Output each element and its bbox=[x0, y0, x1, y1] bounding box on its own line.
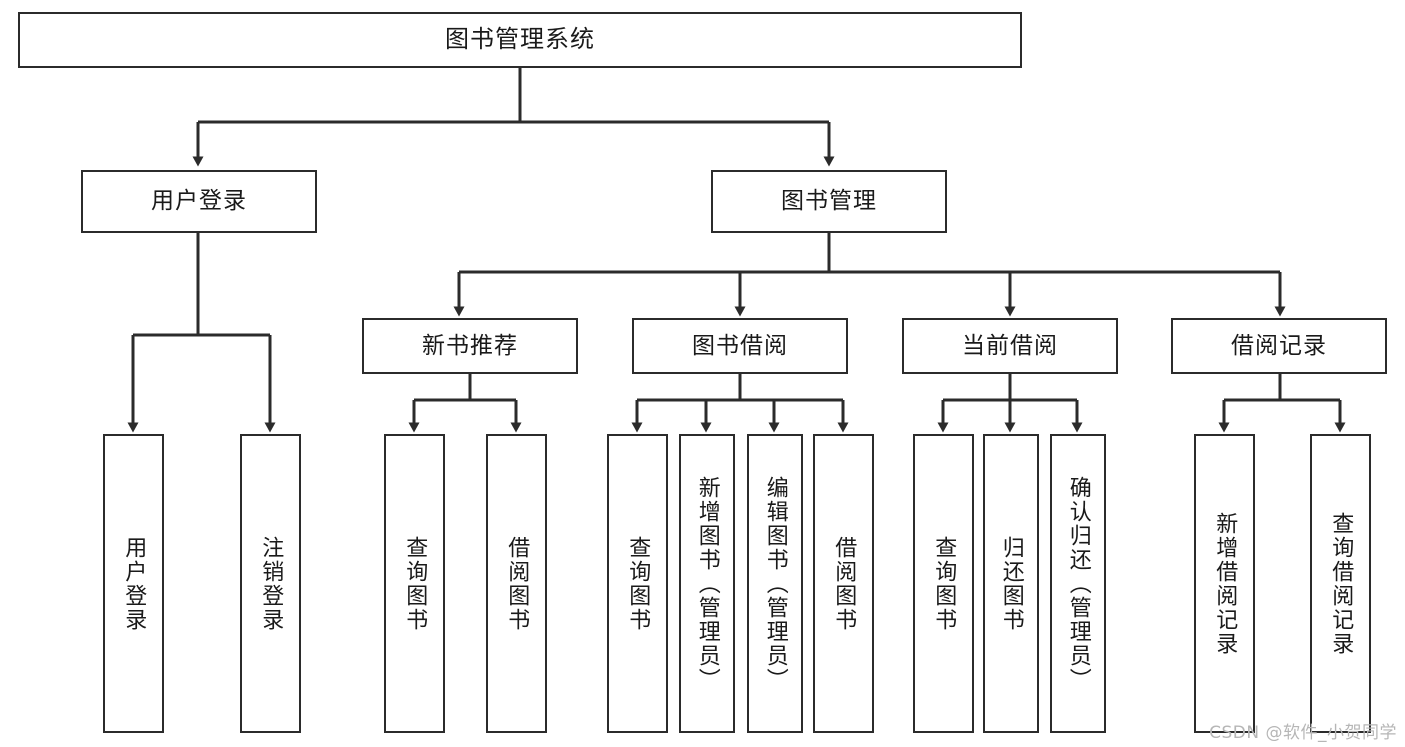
leaf-label: 新增图书（管理员） bbox=[694, 475, 720, 692]
leaf-new-book-borrow[interactable]: 借阅图书 bbox=[486, 434, 547, 733]
leaf-book-borrow-add[interactable]: 新增图书（管理员） bbox=[679, 434, 735, 733]
node-current-borrow[interactable]: 当前借阅 bbox=[902, 318, 1118, 374]
leaf-label: 确认归还（管理员） bbox=[1065, 475, 1091, 692]
leaf-label: 借阅图书 bbox=[831, 535, 857, 632]
leaf-user-login-logout[interactable]: 注销登录 bbox=[240, 434, 301, 733]
leaf-label: 注销登录 bbox=[258, 535, 284, 632]
leaf-current-borrow-return[interactable]: 归还图书 bbox=[983, 434, 1039, 733]
leaf-book-borrow-borrow[interactable]: 借阅图书 bbox=[813, 434, 874, 733]
leaf-label: 查询图书 bbox=[625, 535, 651, 632]
leaf-current-borrow-query[interactable]: 查询图书 bbox=[913, 434, 974, 733]
leaf-label: 查询图书 bbox=[931, 535, 957, 632]
node-borrow-record[interactable]: 借阅记录 bbox=[1171, 318, 1387, 374]
leaf-label: 用户登录 bbox=[121, 535, 147, 632]
csdn-watermark: CSDN @软件_小贺同学 bbox=[1209, 723, 1397, 743]
leaf-label: 新增借阅记录 bbox=[1212, 511, 1238, 656]
leaf-label: 编辑图书（管理员） bbox=[762, 475, 788, 692]
node-user-login[interactable]: 用户登录 bbox=[81, 170, 317, 233]
node-root-system[interactable]: 图书管理系统 bbox=[18, 12, 1022, 68]
leaf-borrow-record-query[interactable]: 查询借阅记录 bbox=[1310, 434, 1371, 733]
leaf-label: 查询借阅记录 bbox=[1328, 511, 1354, 656]
node-book-management[interactable]: 图书管理 bbox=[711, 170, 947, 233]
leaf-book-borrow-query[interactable]: 查询图书 bbox=[607, 434, 668, 733]
leaf-new-book-query[interactable]: 查询图书 bbox=[384, 434, 445, 733]
leaf-label: 查询图书 bbox=[402, 535, 428, 632]
leaf-current-borrow-confirm[interactable]: 确认归还（管理员） bbox=[1050, 434, 1106, 733]
node-new-book-recommend[interactable]: 新书推荐 bbox=[362, 318, 578, 374]
leaf-book-borrow-edit[interactable]: 编辑图书（管理员） bbox=[747, 434, 803, 733]
leaf-label: 归还图书 bbox=[998, 535, 1024, 632]
leaf-label: 借阅图书 bbox=[504, 535, 530, 632]
node-book-borrow[interactable]: 图书借阅 bbox=[632, 318, 848, 374]
leaf-borrow-record-add[interactable]: 新增借阅记录 bbox=[1194, 434, 1255, 733]
leaf-user-login-login[interactable]: 用户登录 bbox=[103, 434, 164, 733]
